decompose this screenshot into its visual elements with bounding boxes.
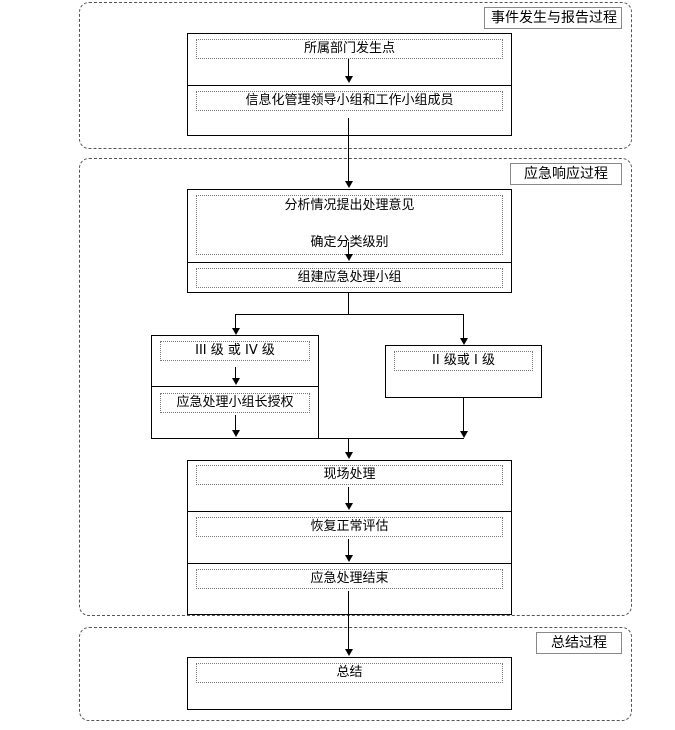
arrow-head (345, 254, 353, 261)
arrow-head (345, 503, 353, 510)
lane-summary (79, 627, 632, 721)
connector-line (235, 415, 236, 430)
lane-report (79, 2, 632, 149)
connector-line (463, 314, 464, 338)
step-onsite: 现场处理 (196, 465, 503, 485)
connector-line (235, 314, 236, 328)
connector-line (348, 242, 349, 254)
connector-line (348, 591, 349, 650)
connector-line (463, 398, 464, 431)
connector-line (319, 438, 464, 439)
handling-divider-1 (187, 511, 512, 512)
step-leaders: 信息化管理领导小组和工作小组成员 (196, 91, 503, 111)
level-12-box (385, 345, 542, 398)
step-recovery: 恢复正常评估 (196, 517, 503, 537)
arrow-head (232, 378, 240, 385)
arrow-head (460, 338, 468, 345)
connector-line (348, 539, 349, 555)
step-classify: 确定分类级别 (310, 235, 389, 250)
arrow-head (460, 431, 468, 438)
arrow-head (345, 452, 353, 459)
arrow-head (345, 649, 353, 656)
step-dept-occurs: 所属部门发生点 (196, 39, 503, 59)
report-divider (187, 85, 512, 86)
connector-line (348, 438, 349, 453)
connector-line (348, 487, 349, 503)
arrow-head (232, 328, 240, 335)
lane-label-report: 事件发生与报告过程 (484, 7, 622, 29)
step-analyze: 分析情况提出处理意见 (284, 198, 415, 213)
arrow-head (345, 555, 353, 562)
handling-box (187, 460, 512, 615)
connector-line (348, 118, 349, 182)
analysis-box (187, 189, 512, 293)
arrow-head (345, 181, 353, 188)
step-summary: 总结 (196, 663, 503, 683)
step-form-group: 组建应急处理小组 (196, 268, 503, 288)
analysis-divider (187, 262, 512, 263)
connector-line (235, 314, 464, 315)
lane-label-response: 应急响应过程 (510, 163, 622, 185)
report-box (187, 33, 512, 136)
step-authorize: 应急处理小组长授权 (160, 393, 310, 413)
connector-line (235, 367, 236, 379)
step-end: 应急处理结束 (196, 569, 503, 589)
handling-divider-2 (187, 563, 512, 564)
level-34-divider (151, 386, 319, 387)
connector-line (348, 293, 349, 314)
step-level-34: III 级 或 IV 级 (160, 341, 310, 361)
connector-line (348, 59, 349, 77)
arrow-head (345, 76, 353, 83)
lane-label-summary: 总结过程 (536, 632, 622, 654)
arrow-head (232, 430, 240, 437)
step-level-12: II 级或 I 级 (394, 351, 533, 371)
lane-response (79, 158, 632, 616)
summary-box (187, 657, 512, 710)
